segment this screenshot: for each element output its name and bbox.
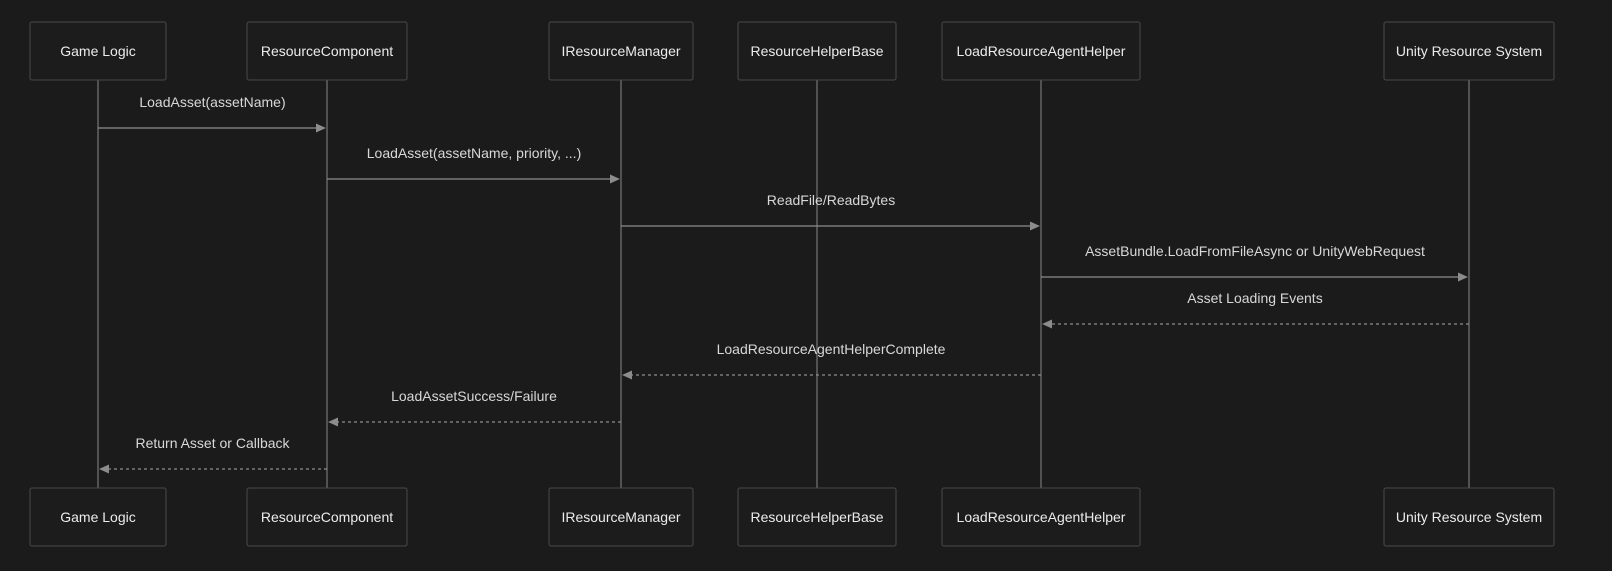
message-2: LoadAsset(assetName, priority, ...) [327,145,620,184]
message-5: Asset Loading Events [1042,290,1469,329]
arrow-head-icon [1458,272,1468,282]
actor-label: IResourceManager [561,509,680,525]
actor-box-bottom-resource-helper-base: ResourceHelperBase [737,487,897,547]
actor-box-top-game-logic: Game Logic [29,21,167,81]
arrow-head-icon [328,417,338,427]
message-4: AssetBundle.LoadFromFileAsync or UnityWe… [1041,243,1468,282]
message-label: LoadAsset(assetName) [139,94,285,110]
message-label: Asset Loading Events [1187,290,1322,306]
actor-box-top-iresource-manager: IResourceManager [548,21,694,81]
actor-box-bottom-resource-component: ResourceComponent [246,487,408,547]
actor-box-bottom-game-logic: Game Logic [29,487,167,547]
message-1: LoadAsset(assetName) [98,94,326,133]
actor-label: IResourceManager [561,43,680,59]
message-label: LoadResourceAgentHelperComplete [717,341,946,357]
actor-box-top-load-resource-agent-helper: LoadResourceAgentHelper [941,21,1141,81]
message-label: LoadAssetSuccess/Failure [391,388,557,404]
actor-box-top-resource-helper-base: ResourceHelperBase [737,21,897,81]
message-7: LoadAssetSuccess/Failure [328,388,621,427]
actor-label: ResourceHelperBase [750,509,883,525]
arrow-head-icon [610,174,620,184]
message-label: LoadAsset(assetName, priority, ...) [367,145,581,161]
message-label: AssetBundle.LoadFromFileAsync or UnityWe… [1085,243,1425,259]
actor-box-bottom-unity-resource-system: Unity Resource System [1383,487,1555,547]
actor-label: ResourceComponent [261,43,393,59]
actor-box-bottom-iresource-manager: IResourceManager [548,487,694,547]
arrow-head-icon [99,464,109,474]
message-6: LoadResourceAgentHelperComplete [622,341,1041,380]
actor-box-top-unity-resource-system: Unity Resource System [1383,21,1555,81]
message-label: ReadFile/ReadBytes [767,192,895,208]
actor-label: Unity Resource System [1396,509,1542,525]
message-3: ReadFile/ReadBytes [621,192,1040,231]
arrow-head-icon [316,123,326,133]
actor-box-bottom-load-resource-agent-helper: LoadResourceAgentHelper [941,487,1141,547]
arrow-head-icon [1042,319,1052,329]
arrow-head-icon [1030,221,1040,231]
arrow-head-icon [622,370,632,380]
actor-label: ResourceHelperBase [750,43,883,59]
actor-box-top-resource-component: ResourceComponent [246,21,408,81]
actor-label: LoadResourceAgentHelper [957,43,1126,59]
message-label: Return Asset or Callback [135,435,290,451]
actor-label: Game Logic [60,509,135,525]
actor-label: Unity Resource System [1396,43,1542,59]
actor-label: Game Logic [60,43,135,59]
actor-label: ResourceComponent [261,509,393,525]
actor-label: LoadResourceAgentHelper [957,509,1126,525]
message-8: Return Asset or Callback [99,435,327,474]
